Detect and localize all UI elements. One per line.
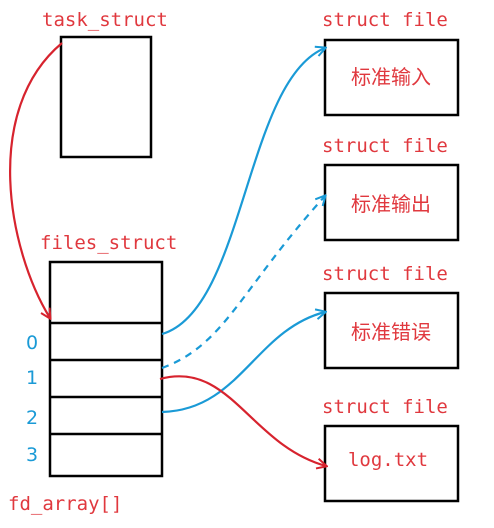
files-struct-box <box>48 260 164 478</box>
fd-index-2: 2 <box>26 407 38 429</box>
fd-index-0: 0 <box>26 332 38 354</box>
fd1-to-logtxt-arrow <box>159 375 326 466</box>
struct-file-box-stdin <box>323 38 460 117</box>
struct-file-box-stderr <box>323 291 460 370</box>
struct-file-label-0: struct file <box>322 9 448 31</box>
files-struct-label: files_struct <box>40 232 177 254</box>
task-to-files-pointer-arrow <box>9 42 63 318</box>
fd-array-label: fd_array[] <box>8 493 122 515</box>
task-struct-box <box>59 35 153 159</box>
fd2-to-stderr-arrow <box>161 312 325 414</box>
struct-file-label-1: struct file <box>322 135 448 157</box>
fd1-to-stdout-dashed-arrow <box>161 196 325 370</box>
task-struct-label: task_struct <box>42 9 168 31</box>
fd0-to-stdin-arrow <box>161 48 325 336</box>
file-content-logtxt: log.txt <box>348 449 428 471</box>
struct-file-label-2: struct file <box>322 263 448 285</box>
fd-index-3: 3 <box>26 444 38 466</box>
fd-index-1: 1 <box>26 367 38 389</box>
struct-file-label-3: struct file <box>322 396 448 418</box>
file-content-stdin: 标准输入 <box>351 65 431 89</box>
file-content-stderr: 标准错误 <box>351 320 431 344</box>
file-content-stdout: 标准输出 <box>351 192 431 216</box>
